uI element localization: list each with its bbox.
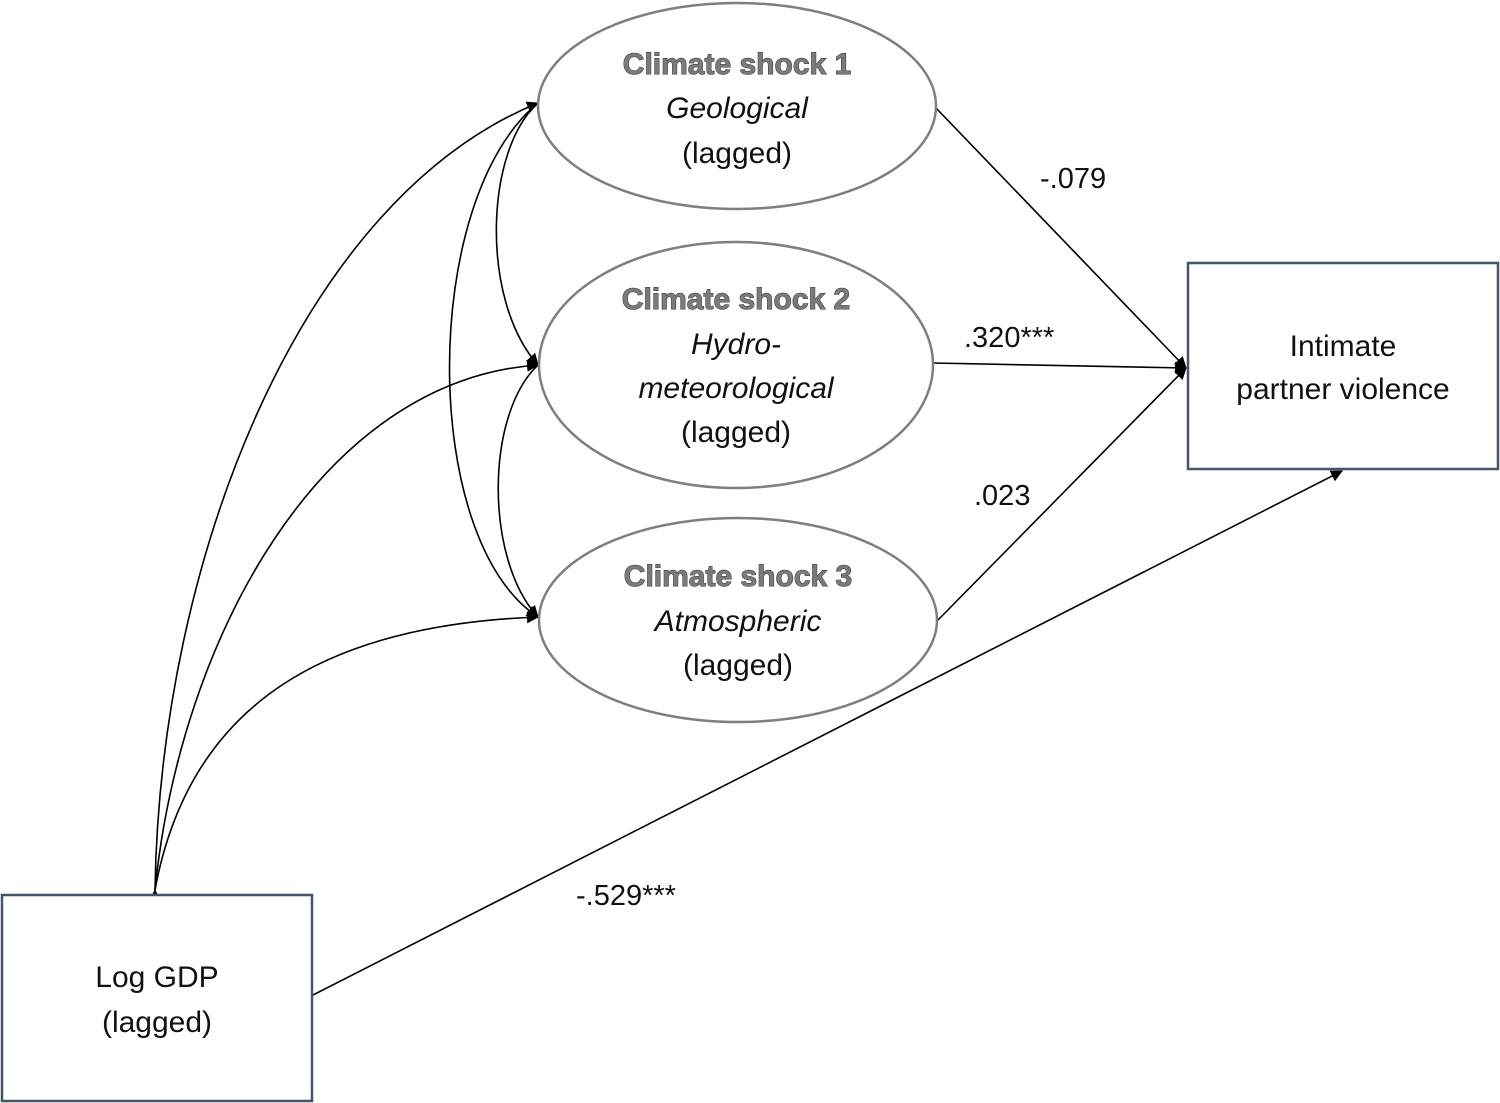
gdp-label-line1: Log GDP <box>95 961 218 994</box>
shock3-ellipse[interactable] <box>537 516 939 724</box>
shock3-note: (lagged) <box>683 649 793 682</box>
ipv-label-line2: partner violence <box>1236 373 1449 406</box>
shock1-title: Climate shock 1 <box>623 48 851 81</box>
covariance-gdp-shock3 <box>154 611 539 891</box>
shock2-note: (lagged) <box>681 416 791 449</box>
shock2-title: Climate shock 2 <box>622 283 850 316</box>
gdp-label-line2: (lagged) <box>102 1006 212 1039</box>
shock1-subtitle: Geological <box>666 92 809 125</box>
covariance-gdp-shock1 <box>148 101 539 902</box>
shock3-title: Climate shock 3 <box>624 560 852 593</box>
coef-shock1-ipv: -.079 <box>1040 163 1106 195</box>
covariance-gdp-shock2 <box>154 359 539 891</box>
shock2-ellipse[interactable] <box>537 240 935 490</box>
coef-gdp-ipv: -.529*** <box>576 880 676 912</box>
coef-shock3-ipv: .023 <box>974 480 1030 512</box>
shock1-ellipse[interactable] <box>536 1 938 211</box>
path-gdp-ipv <box>312 470 1343 996</box>
gdp-box[interactable] <box>0 893 314 1103</box>
covariance-shock2-shock3 <box>497 353 551 618</box>
covariance-shock1-shock3 <box>448 91 551 618</box>
shock1-note: (lagged) <box>682 137 792 170</box>
path-shock3-ipv <box>937 367 1187 621</box>
shock3-subtitle: Atmospheric <box>653 605 822 638</box>
shock2-subtitle-line2: meteorological <box>638 372 834 405</box>
path-shock1-ipv <box>935 107 1187 369</box>
path-shock2-ipv <box>932 361 1187 374</box>
ipv-box[interactable] <box>1186 261 1500 471</box>
shock2-subtitle-line1: Hydro- <box>691 328 781 361</box>
covariance-shock1-shock2 <box>495 91 551 366</box>
ipv-label-line1: Intimate <box>1290 330 1397 363</box>
coef-shock2-ipv: .320*** <box>964 322 1054 354</box>
